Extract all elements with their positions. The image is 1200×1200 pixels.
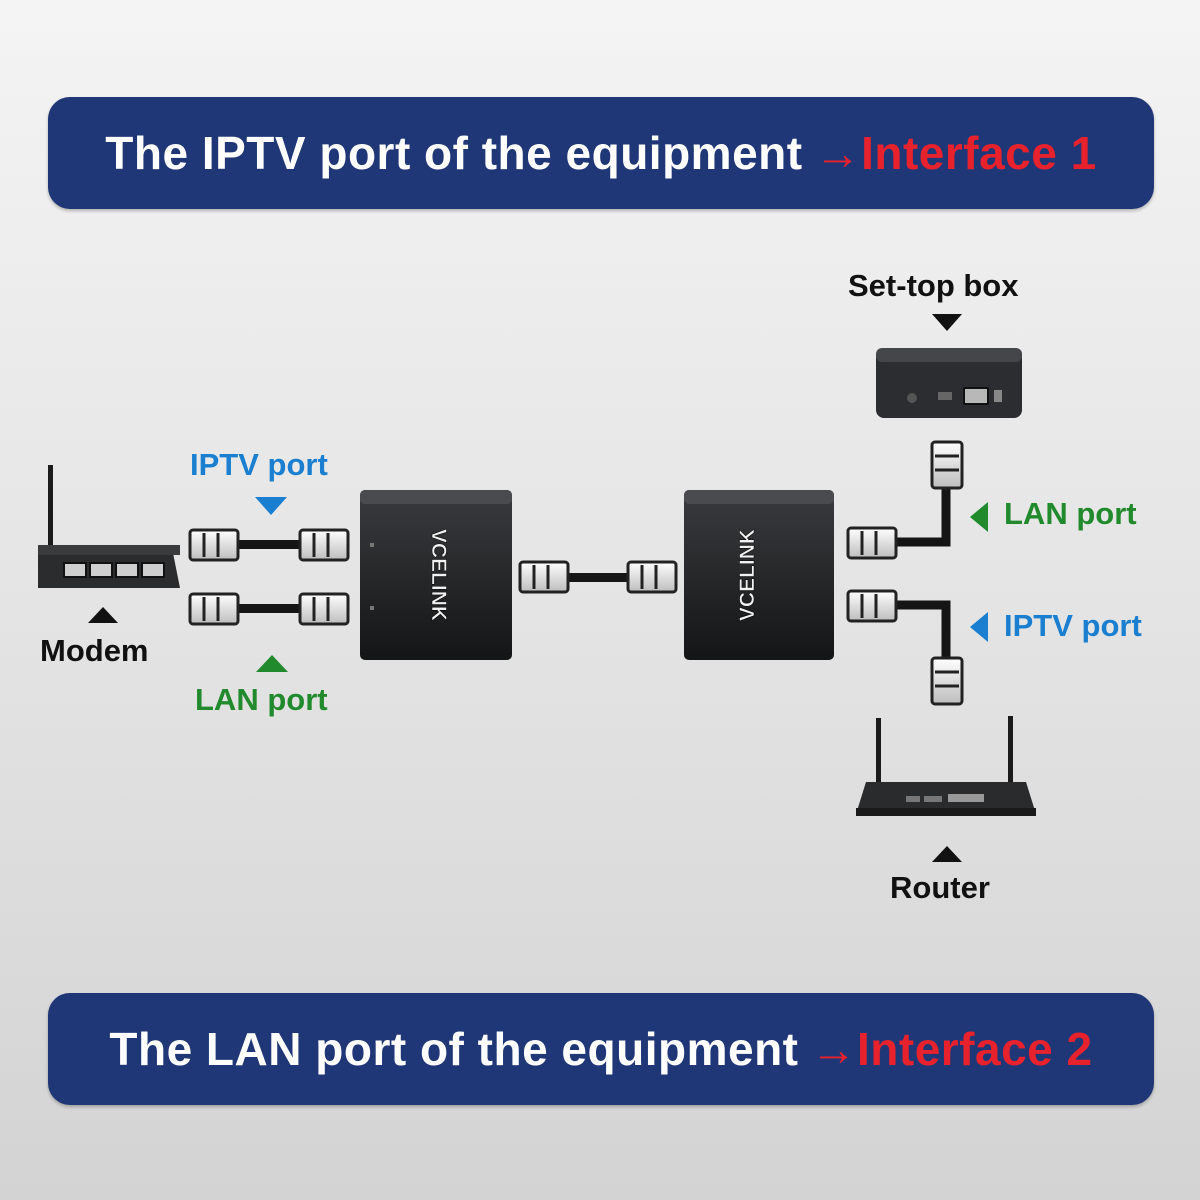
right-cables <box>846 440 964 706</box>
arrow-down-icon <box>255 497 287 515</box>
rj45-plug-icon <box>846 526 898 560</box>
rj45-plug-icon <box>298 528 350 562</box>
brand-label-left: VCELINK <box>427 529 450 621</box>
bottom-banner: The LAN port of the equipment →Interface… <box>48 993 1154 1105</box>
router-label: Router <box>890 870 990 905</box>
top-banner-highlight: →Interface 1 <box>814 127 1097 179</box>
arrow-up-icon <box>88 607 118 623</box>
arrow-up-icon <box>932 846 962 862</box>
rj45-plug-icon <box>188 592 240 626</box>
router-icon <box>856 716 1036 816</box>
top-banner: The IPTV port of the equipment →Interfac… <box>48 97 1154 209</box>
iptv-port-label-left: IPTV port <box>190 447 328 482</box>
bottom-banner-highlight: →Interface 2 <box>810 1023 1093 1075</box>
lan-port-label-left: LAN port <box>195 682 328 717</box>
arrow-down-icon <box>932 314 962 331</box>
rj45-plug-icon <box>846 589 898 623</box>
rj45-plug-icon <box>188 528 240 562</box>
rj45-plug-icon <box>930 656 964 706</box>
left-cables <box>188 528 350 626</box>
rj45-plug-icon <box>626 560 678 594</box>
extender-left-icon: VCELINK <box>360 490 512 660</box>
rj45-plug-icon <box>930 440 964 490</box>
brand-label-right: VCELINK <box>736 529 759 621</box>
arrow-left-icon <box>970 502 988 532</box>
set-top-box-label: Set-top box <box>848 268 1019 303</box>
extender-right-icon: VCELINK <box>684 490 834 660</box>
modem-icon <box>38 465 180 588</box>
rj45-plug-icon <box>298 592 350 626</box>
top-banner-text: The IPTV port of the equipment <box>105 127 803 179</box>
rj45-plug-icon <box>518 560 570 594</box>
iptv-port-label-right: IPTV port <box>1004 608 1142 643</box>
bottom-banner-text: The LAN port of the equipment <box>109 1023 799 1075</box>
lan-port-label-right: LAN port <box>1004 496 1137 531</box>
set-top-box-icon <box>876 348 1022 418</box>
modem-label: Modem <box>40 633 149 668</box>
arrow-up-icon <box>256 655 288 672</box>
middle-cable <box>518 560 678 594</box>
arrow-left-icon <box>970 612 988 642</box>
